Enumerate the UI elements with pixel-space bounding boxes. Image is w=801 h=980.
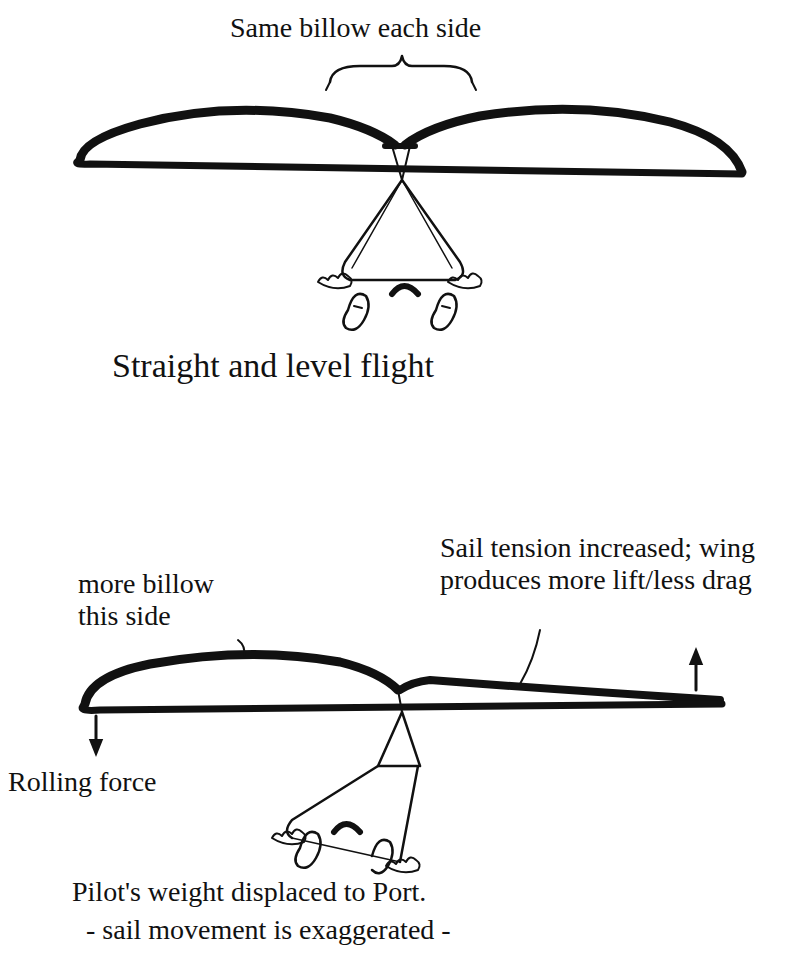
label: Rolling force: [8, 766, 157, 798]
up-arrow: [695, 656, 698, 690]
label: more billow this side: [78, 568, 258, 632]
brace-tip: [326, 82, 476, 90]
leader-line: [238, 640, 244, 656]
label: Straight and level flight: [112, 346, 434, 385]
label: Same billow each side: [230, 12, 481, 44]
leader-line: [520, 630, 540, 684]
glider-rolling: [82, 654, 722, 873]
brace: [330, 56, 472, 82]
label: - sail movement is exaggerated -: [86, 914, 451, 946]
label: Sail tension increased; wing produces mo…: [440, 532, 770, 596]
glider-level: [77, 109, 742, 330]
down-arrow: [95, 716, 98, 748]
label: Pilot's weight displaced to Port.: [72, 876, 426, 908]
